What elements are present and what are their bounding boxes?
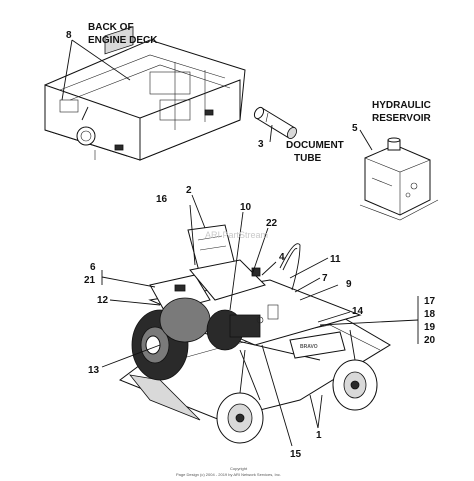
- callout-17: 17: [424, 296, 436, 307]
- callout-1: 1: [316, 430, 322, 441]
- callout-16: 16: [156, 194, 168, 205]
- callout-20: 20: [424, 335, 436, 346]
- callout-7: 7: [322, 273, 328, 284]
- callout-21: 21: [84, 275, 96, 286]
- label-hydraulic-reservoir-2: RESERVOIR: [372, 113, 431, 124]
- hydraulic-reservoir-drawing: [359, 137, 439, 221]
- leader-lines: [61, 39, 419, 447]
- callout-5: 5: [352, 123, 358, 134]
- callout-11: 11: [330, 254, 341, 265]
- callout-3: 3: [258, 139, 264, 150]
- label-back-of-engine-deck-1: BACK OF: [88, 22, 134, 33]
- callout-22: 22: [266, 218, 278, 229]
- callout-numbers: 8 3 5 2 16 10 22 4 11 7 9 6 21 12 14 17 …: [66, 30, 436, 460]
- callout-13: 13: [88, 365, 100, 376]
- copyright-line-2: Page Design (c) 2004 - 2019 by ARI Netwo…: [176, 472, 281, 477]
- callout-8: 8: [66, 30, 72, 41]
- callout-4: 4: [279, 252, 285, 263]
- callout-6: 6: [90, 262, 96, 273]
- part-labels: BACK OF ENGINE DECK DOCUMENT TUBE HYDRAU…: [88, 22, 431, 164]
- callout-12: 12: [97, 295, 109, 306]
- callout-9: 9: [346, 279, 352, 290]
- callout-18: 18: [424, 309, 436, 320]
- label-document-tube-1: DOCUMENT: [286, 140, 344, 151]
- callout-15: 15: [290, 449, 302, 460]
- mower-drawing: BRAVO: [118, 224, 391, 444]
- engine-deck-drawing: [44, 26, 246, 161]
- label-document-tube-2: TUBE: [294, 153, 322, 164]
- callout-10: 10: [240, 202, 252, 213]
- watermark: ARI PartStream: [205, 230, 268, 240]
- callout-2: 2: [186, 185, 192, 196]
- copyright-line-1: Copyright: [230, 466, 248, 471]
- document-tube-drawing: [253, 106, 297, 139]
- callout-19: 19: [424, 322, 436, 333]
- callout-14: 14: [352, 306, 364, 317]
- label-back-of-engine-deck-2: ENGINE DECK: [88, 35, 158, 46]
- label-hydraulic-reservoir-1: HYDRAULIC: [372, 100, 431, 111]
- svg-text:BRAVO: BRAVO: [300, 344, 318, 350]
